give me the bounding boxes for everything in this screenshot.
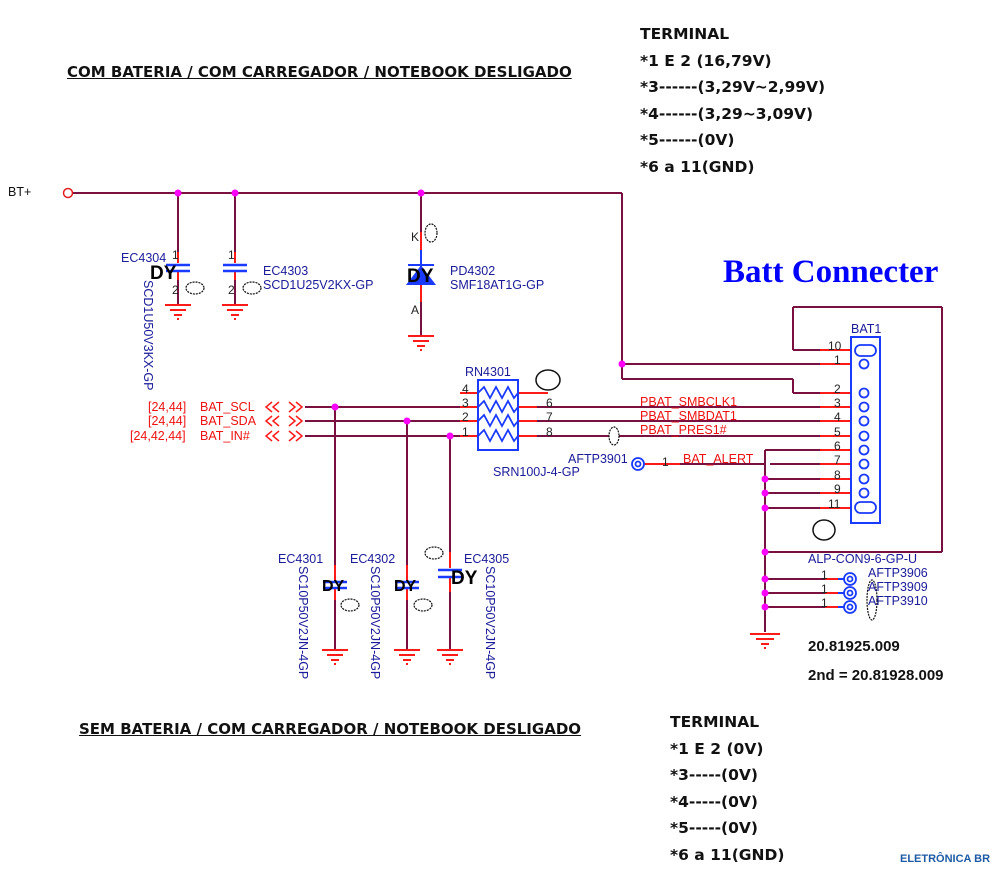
bat1-pin: 2: [834, 382, 841, 396]
offpage-pages: [24,44]: [148, 400, 187, 414]
bt-plus-label: BT+: [8, 185, 32, 199]
testpoint-pin: 1: [821, 582, 828, 596]
ec4302-value: SC10P50V2JN-4GP: [368, 566, 382, 680]
watermark-logo: ELETRÔNICA BR: [900, 853, 991, 865]
ec4304-ref: EC4304: [121, 251, 167, 265]
terminal-readings-without-battery: TERMINAL *1 E 2 (0V) *3-----(0V) *4-----…: [670, 709, 784, 868]
ec4303-pin1: 1: [228, 248, 235, 262]
bat1-value: ALP-CON9-6-GP-U: [808, 552, 918, 566]
testpoint-ref: AFTP3906: [868, 566, 928, 580]
terminal-line: *1 E 2 (0V): [670, 739, 764, 758]
part-number-primary: 20.81925.009: [808, 638, 900, 655]
net-bat-alert[interactable]: BAT_ALERT: [683, 452, 754, 466]
ec4303-ref: EC4303: [263, 264, 309, 278]
bat1-pin: 10: [828, 339, 842, 353]
bat1-pin: 3: [834, 396, 841, 410]
diagram-title: Batt Connecter: [723, 254, 939, 290]
bat1-pin: 1: [834, 353, 841, 367]
offpage-net-bat-scl[interactable]: BAT_SCL: [200, 400, 255, 414]
heading-with-battery: COM BATERIA / COM CARREGADOR / NOTEBOOK …: [67, 63, 572, 81]
terminal-line: *4------(3,29~3,09V): [640, 104, 814, 123]
testpoint-ref: AFTP3910: [868, 594, 928, 608]
pd4302-ref: PD4302: [450, 264, 496, 278]
ec4305-value: SC10P50V2JN-4GP: [483, 566, 497, 680]
offpage-net-bat-in[interactable]: BAT_IN#: [200, 429, 250, 443]
terminal-title: TERMINAL: [640, 25, 730, 43]
pd4302-pin-a: A: [411, 303, 420, 317]
rn4301-pin: 2: [462, 410, 469, 424]
terminal-line: *3-----(0V): [670, 766, 759, 784]
net-pbat-smbdat1[interactable]: PBAT_SMBDAT1: [640, 409, 737, 423]
ec4302-ref: EC4302: [350, 552, 396, 566]
pd4302-value: SMF18AT1G-GP: [450, 278, 545, 292]
part-number-second: 2nd = 20.81928.009: [808, 667, 944, 684]
bat1-pin: 6: [834, 439, 841, 453]
testpoint-pin: 1: [821, 596, 828, 610]
rn4301-pin: 4: [462, 382, 469, 396]
bat1-pin: 11: [828, 497, 841, 511]
rn4301-value: SRN100J-4-GP: [493, 465, 580, 479]
terminal-line: *6 a 11(GND): [670, 845, 785, 864]
ec4302-dy-mark: DY: [394, 578, 417, 595]
ec4304-value: SCD1U50V3KX-GP: [141, 280, 155, 391]
ec4301-ref: EC4301: [278, 552, 324, 566]
ec4304-pin1: 1: [172, 248, 179, 262]
ec4301-value: SC10P50V2JN-4GP: [296, 566, 310, 680]
net-pbat-pres1[interactable]: PBAT_PRES1#: [640, 423, 727, 437]
rn4301-pin: 6: [546, 396, 553, 410]
testpoint-ref: AFTP3909: [868, 580, 928, 594]
rn4301-pin: 8: [546, 425, 553, 439]
ec4303-value: SCD1U25V2KX-GP: [263, 278, 374, 292]
rn4301-pin: 3: [462, 396, 469, 410]
net-pbat-smbclk1[interactable]: PBAT_SMBCLK1: [640, 395, 738, 409]
bat1-ref: BAT1: [851, 322, 882, 336]
ec4305-dy-mark: DY: [451, 568, 478, 589]
aftp3901-pin: 1: [662, 455, 669, 469]
pd4302-dy-mark: DY: [407, 266, 434, 287]
terminal-line: *6 a 11(GND): [640, 157, 755, 176]
bat1-pin: 4: [834, 410, 841, 424]
ec4304-pin2: 2: [172, 283, 179, 297]
terminal-readings-with-battery: TERMINAL *1 E 2 (16,79V) *3------(3,29V~…: [640, 21, 825, 180]
ec4305-ref: EC4305: [464, 552, 510, 566]
bat1-pin: 9: [834, 482, 841, 496]
rn4301-ref: RN4301: [465, 365, 511, 379]
ec4303-pin2: 2: [228, 283, 235, 297]
aftp3901-ref: AFTP3901: [568, 452, 628, 466]
terminal-line: *4-----(0V): [670, 792, 759, 811]
offpage-pages: [24,42,44]: [130, 429, 186, 443]
terminal-title: TERMINAL: [670, 713, 760, 731]
offpage-net-bat-sda[interactable]: BAT_SDA: [200, 414, 257, 428]
bat1-pin: 5: [834, 425, 841, 439]
terminal-line: *3------(3,29V~2,99V): [640, 78, 826, 96]
heading-without-battery: SEM BATERIA / COM CARREGADOR / NOTEBOOK …: [79, 720, 582, 738]
ec4304-dy-mark: DY: [150, 263, 177, 284]
terminal-line: *5------(0V): [640, 131, 735, 149]
bat1-pin: 7: [834, 453, 841, 467]
terminal-line: *1 E 2 (16,79V): [640, 51, 772, 70]
offpage-pages: [24,44]: [148, 414, 187, 428]
pd4302-pin-k: K: [411, 230, 420, 244]
bat1-pin: 8: [834, 468, 841, 482]
rn4301-pin: 7: [546, 410, 553, 424]
testpoint-pin: 1: [821, 568, 828, 582]
rn4301-pin: 1: [462, 425, 469, 439]
terminal-line: *5-----(0V): [670, 819, 759, 837]
ec4301-dy-mark: DY: [322, 578, 345, 595]
